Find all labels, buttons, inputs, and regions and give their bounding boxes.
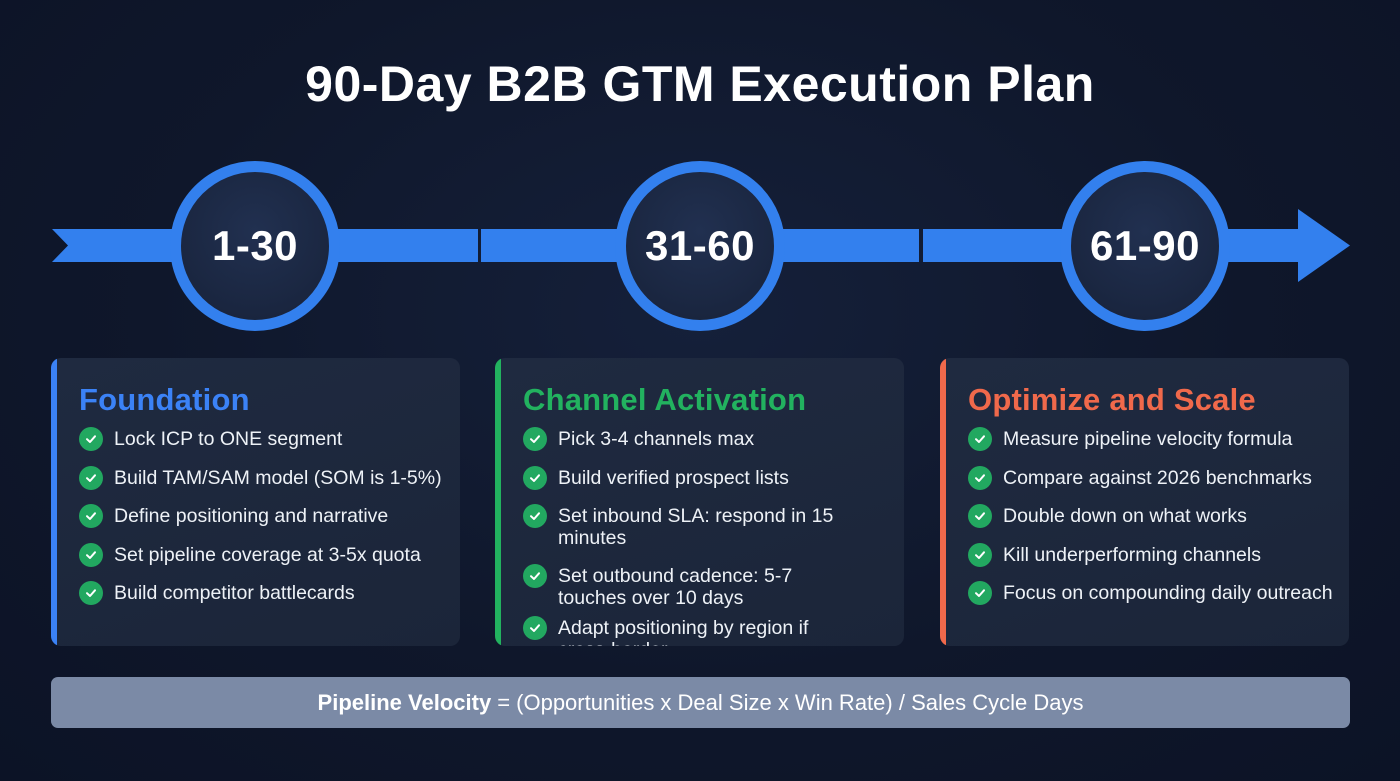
check-circle-icon (968, 427, 992, 451)
arrow-right-icon (1298, 209, 1350, 282)
check-circle-icon (968, 581, 992, 605)
check-circle-icon (523, 504, 547, 528)
check-circle-icon (79, 542, 103, 567)
check-circle-icon (523, 615, 547, 640)
formula-term: Pipeline Velocity (317, 689, 492, 715)
check-circle-icon (79, 465, 103, 490)
milestone-label: 61-90 (1090, 222, 1200, 269)
checklist-item: Double down on what works (968, 504, 1349, 528)
formula-expression: = (Opportunities x Deal Size x Win Rate)… (497, 689, 1084, 715)
checklist-item: Compare against 2026 benchmarks (968, 465, 1349, 490)
checklist-item: Focus on compounding daily outreach (968, 581, 1349, 605)
phase-title: Foundation (79, 382, 250, 417)
checklist-item: Build competitor battlecards (79, 581, 460, 605)
checklist: Pick 3-4 channels max Build verified pro… (523, 427, 904, 646)
pipeline-velocity-formula: Pipeline Velocity = (Opportunities x Dea… (51, 677, 1350, 728)
phase-title: Channel Activation (523, 382, 807, 417)
phase-card-channel-activation: Channel Activation Pick 3-4 channels max… (495, 358, 904, 646)
checklist-item: Set pipeline coverage at 3-5x quota (79, 542, 460, 567)
check-circle-icon (79, 581, 103, 605)
milestone-31-60: 31-60 (615, 161, 785, 331)
phase-title: Optimize and Scale (968, 382, 1256, 417)
milestone-label: 31-60 (645, 222, 755, 269)
check-circle-icon (523, 465, 547, 490)
card-accent-bar (51, 358, 57, 646)
page-title: 90-Day B2B GTM Execution Plan (305, 56, 1095, 112)
checklist-item: Set inbound SLA: respond in 15 minutes (523, 504, 904, 549)
checklist-item: Pick 3-4 channels max (523, 427, 904, 451)
card-accent-bar (495, 358, 501, 646)
milestone-label: 1-30 (211, 222, 299, 269)
checklist: Measure pipeline velocity formula Compar… (968, 427, 1349, 605)
checklist: Lock ICP to ONE segment Build TAM/SAM mo… (79, 427, 460, 605)
checklist-item: Define positioning and narrative (79, 504, 460, 528)
checklist-item: Set outbound cadence: 5-7 touches over 1… (523, 563, 904, 609)
checklist-item: Build TAM/SAM model (SOM is 1-5%) (79, 465, 460, 490)
check-circle-icon (79, 504, 103, 528)
phase-card-foundation: Foundation Lock ICP to ONE segment Build… (51, 358, 460, 646)
check-circle-icon (523, 427, 547, 451)
card-accent-bar (940, 358, 946, 646)
check-circle-icon (968, 465, 992, 490)
check-circle-icon (968, 504, 992, 528)
timeline: 1-30 31-60 61-90 (0, 0, 1400, 340)
check-circle-icon (523, 563, 547, 588)
checklist-item: Build verified prospect lists (523, 465, 904, 490)
checklist-item: Kill underperforming channels (968, 542, 1349, 567)
check-circle-icon (968, 542, 992, 567)
checklist-item: Lock ICP to ONE segment (79, 427, 460, 451)
checklist-item: Adapt positioning by region if cross-bor… (523, 615, 904, 646)
milestone-1-30: 1-30 (170, 161, 340, 331)
checklist-item: Measure pipeline velocity formula (968, 427, 1349, 451)
phase-card-optimize-and-scale: Optimize and Scale Measure pipeline velo… (940, 358, 1349, 646)
check-circle-icon (79, 427, 103, 451)
milestone-61-90: 61-90 (1060, 161, 1230, 331)
